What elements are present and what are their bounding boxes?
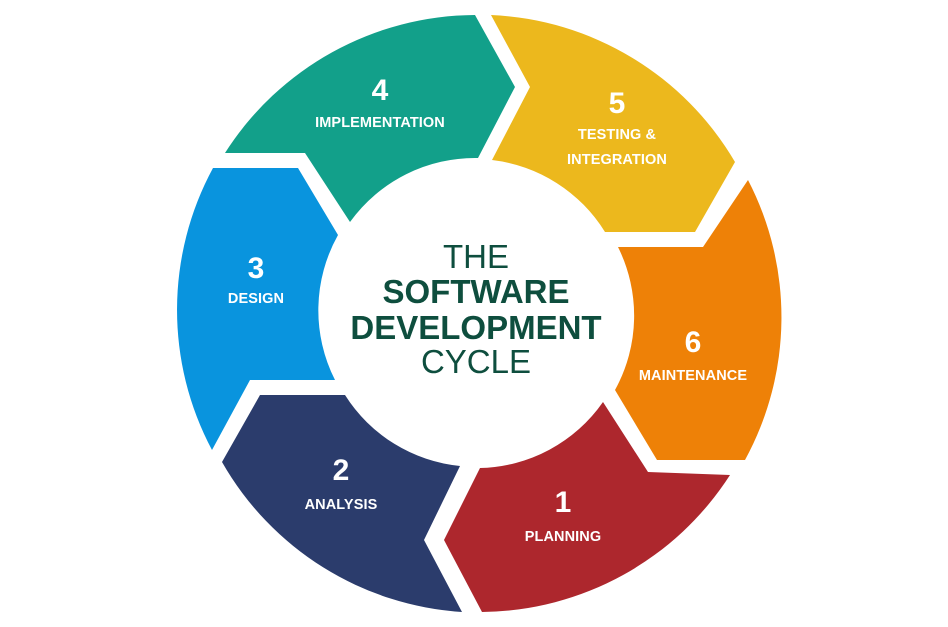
stage-2-analysis: 2 ANALYSIS: [222, 395, 462, 612]
stage-4-label: IMPLEMENTATION: [315, 115, 445, 131]
stage-5-number: 5: [609, 87, 626, 120]
stage-6-number: 6: [685, 326, 702, 359]
stage-3-number: 3: [248, 252, 265, 285]
stage-1-planning: 1 PLANNING: [444, 402, 730, 612]
stage-5-label-line-2: INTEGRATION: [567, 152, 667, 168]
center-title-line-3: DEVELOPMENT: [350, 309, 601, 346]
stage-3-design: 3 DESIGN: [177, 168, 338, 450]
center-title-line-4: CYCLE: [421, 343, 531, 380]
center-circle: [328, 163, 628, 463]
stage-6-arrow-segment: [615, 180, 782, 460]
stage-1-label: PLANNING: [525, 529, 602, 545]
stage-4-implementation: 4 IMPLEMENTATION: [225, 15, 515, 222]
stage-6-maintenance: 6 MAINTENANCE: [615, 180, 782, 460]
center-title: THE SOFTWARE DEVELOPMENT CYCLE: [328, 163, 628, 463]
stage-5-label-line-1: TESTING &: [578, 127, 657, 143]
stage-3-arrow-segment: [177, 168, 338, 450]
stage-4-arrow-segment: [225, 15, 515, 222]
stage-5-testing-integration: 5 TESTING & INTEGRATION: [491, 15, 735, 232]
stage-6-label: MAINTENANCE: [639, 368, 747, 384]
stage-2-arrow-segment: [222, 395, 462, 612]
stage-2-number: 2: [333, 454, 350, 487]
stage-3-label: DESIGN: [228, 291, 284, 307]
stage-2-label: ANALYSIS: [305, 497, 378, 513]
stage-4-number: 4: [372, 74, 389, 107]
stage-1-arrow-segment: [444, 402, 730, 612]
center-title-line-2: SOFTWARE: [383, 273, 570, 310]
stage-1-number: 1: [555, 486, 572, 519]
stage-5-arrow-segment: [491, 15, 735, 232]
center-title-line-1: THE: [443, 238, 509, 275]
